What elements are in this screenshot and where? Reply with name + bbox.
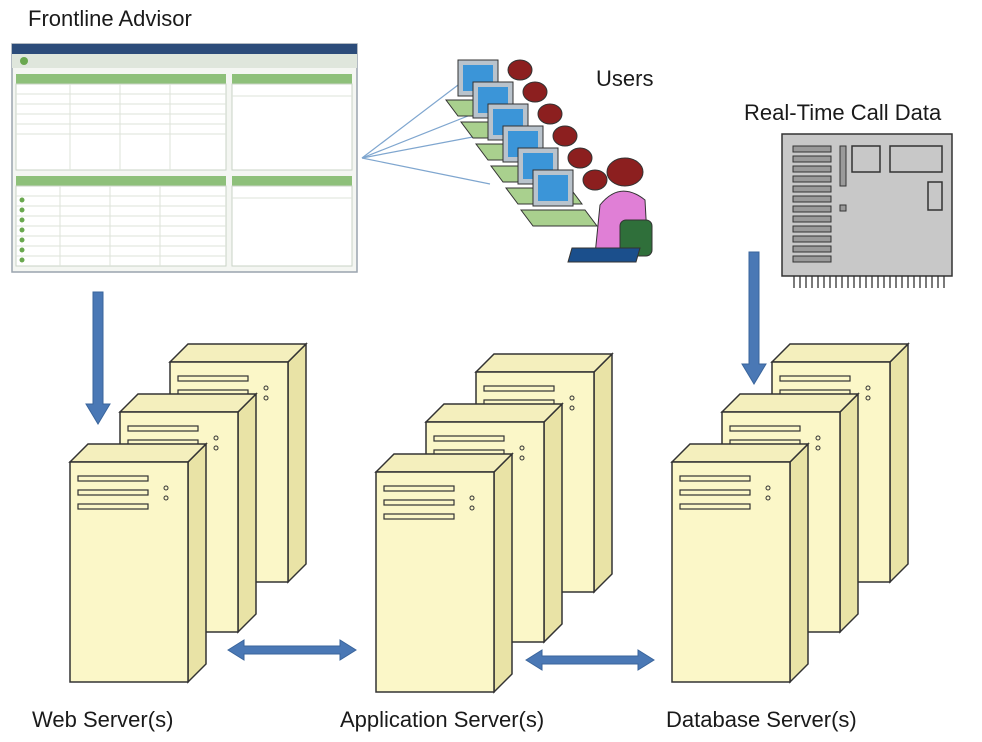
server-tower-icon xyxy=(69,443,207,683)
frontline-advisor-screenshot xyxy=(11,43,358,273)
real-time-call-data-label: Real-Time Call Data xyxy=(744,100,942,125)
application-server-stack xyxy=(375,353,613,693)
web-server-stack xyxy=(69,343,307,683)
database-servers-label: Database Server(s) xyxy=(666,707,857,732)
down-arrow-database xyxy=(741,251,767,385)
connection-lines xyxy=(361,81,491,185)
down-arrow-web xyxy=(85,291,111,425)
web-servers-label: Web Server(s) xyxy=(32,707,174,732)
bidirectional-arrow-app-db xyxy=(525,649,655,671)
application-servers-label: Application Server(s) xyxy=(340,707,545,732)
users-clipart-icon xyxy=(445,59,653,263)
frontline-advisor-label: Frontline Advisor xyxy=(28,6,192,31)
database-server-stack xyxy=(671,343,909,683)
mainframe-icon xyxy=(781,133,953,288)
server-tower-icon xyxy=(375,453,513,693)
server-tower-icon xyxy=(671,443,809,683)
users-label: Users xyxy=(596,66,654,91)
bidirectional-arrow-web-app xyxy=(227,639,357,661)
